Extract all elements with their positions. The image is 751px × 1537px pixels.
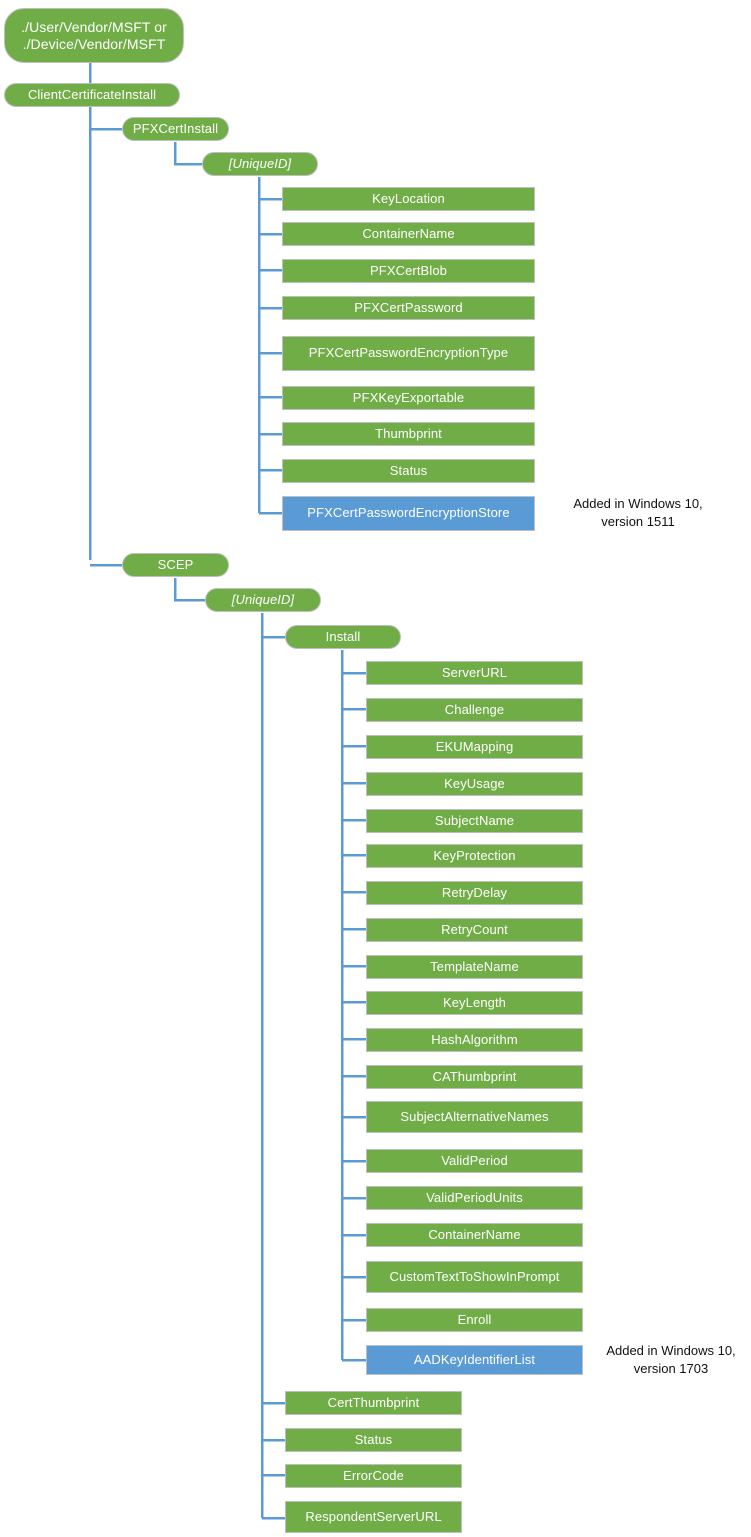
node-status-scep[interactable]: Status <box>285 1428 462 1452</box>
node-pfx-cert-blob[interactable]: PFXCertBlob <box>282 259 535 283</box>
node-valid-period-units[interactable]: ValidPeriodUnits <box>366 1186 583 1210</box>
node-custom-text-to-show-in-prompt[interactable]: CustomTextToShowInPrompt <box>366 1261 583 1293</box>
node-thumbprint[interactable]: Thumbprint <box>282 422 535 446</box>
node-server-url[interactable]: ServerURL <box>366 661 583 685</box>
node-key-usage[interactable]: KeyUsage <box>366 772 583 796</box>
node-key-location[interactable]: KeyLocation <box>282 187 535 211</box>
node-status-pfx[interactable]: Status <box>282 459 535 483</box>
node-aad-key-identifier-list[interactable]: AADKeyIdentifierList <box>366 1345 583 1375</box>
node-enroll[interactable]: Enroll <box>366 1308 583 1332</box>
node-root[interactable]: ./User/Vendor/MSFT or ./Device/Vendor/MS… <box>4 8 184 63</box>
node-challenge[interactable]: Challenge <box>366 698 583 722</box>
note-added-windows-10-1511: Added in Windows 10, version 1511 <box>573 496 703 529</box>
node-template-name[interactable]: TemplateName <box>366 955 583 979</box>
node-scep[interactable]: SCEP <box>122 553 229 577</box>
node-ca-thumbprint[interactable]: CAThumbprint <box>366 1065 583 1089</box>
node-hash-algorithm[interactable]: HashAlgorithm <box>366 1028 583 1052</box>
note-added-windows-10-1703: Added in Windows 10, version 1703 <box>606 1343 736 1376</box>
node-subject-alternative-names[interactable]: SubjectAlternativeNames <box>366 1101 583 1133</box>
node-retry-delay[interactable]: RetryDelay <box>366 881 583 905</box>
node-pfx-cert-password-encryption-type[interactable]: PFXCertPasswordEncryptionType <box>282 336 535 371</box>
node-pfx-cert-password[interactable]: PFXCertPassword <box>282 296 535 320</box>
node-subject-name[interactable]: SubjectName <box>366 809 583 833</box>
node-respondent-server-url[interactable]: RespondentServerURL <box>285 1501 462 1533</box>
node-pfx-key-exportable[interactable]: PFXKeyExportable <box>282 386 535 410</box>
node-error-code[interactable]: ErrorCode <box>285 1464 462 1488</box>
node-pfx-unique-id[interactable]: [UniqueID] <box>202 152 318 176</box>
node-client-certificate-install[interactable]: ClientCertificateInstall <box>4 83 180 107</box>
node-retry-count[interactable]: RetryCount <box>366 918 583 942</box>
node-pfx-cert-install[interactable]: PFXCertInstall <box>122 117 229 141</box>
node-key-length[interactable]: KeyLength <box>366 991 583 1015</box>
node-cert-thumbprint[interactable]: CertThumbprint <box>285 1391 462 1415</box>
node-key-protection[interactable]: KeyProtection <box>366 844 583 868</box>
node-pfx-cert-password-encryption-store[interactable]: PFXCertPasswordEncryptionStore <box>282 496 535 531</box>
node-scep-unique-id[interactable]: [UniqueID] <box>205 588 321 612</box>
node-install[interactable]: Install <box>285 625 401 649</box>
node-container-name-scep[interactable]: ContainerName <box>366 1223 583 1247</box>
node-eku-mapping[interactable]: EKUMapping <box>366 735 583 759</box>
node-container-name[interactable]: ContainerName <box>282 222 535 246</box>
node-valid-period[interactable]: ValidPeriod <box>366 1149 583 1173</box>
